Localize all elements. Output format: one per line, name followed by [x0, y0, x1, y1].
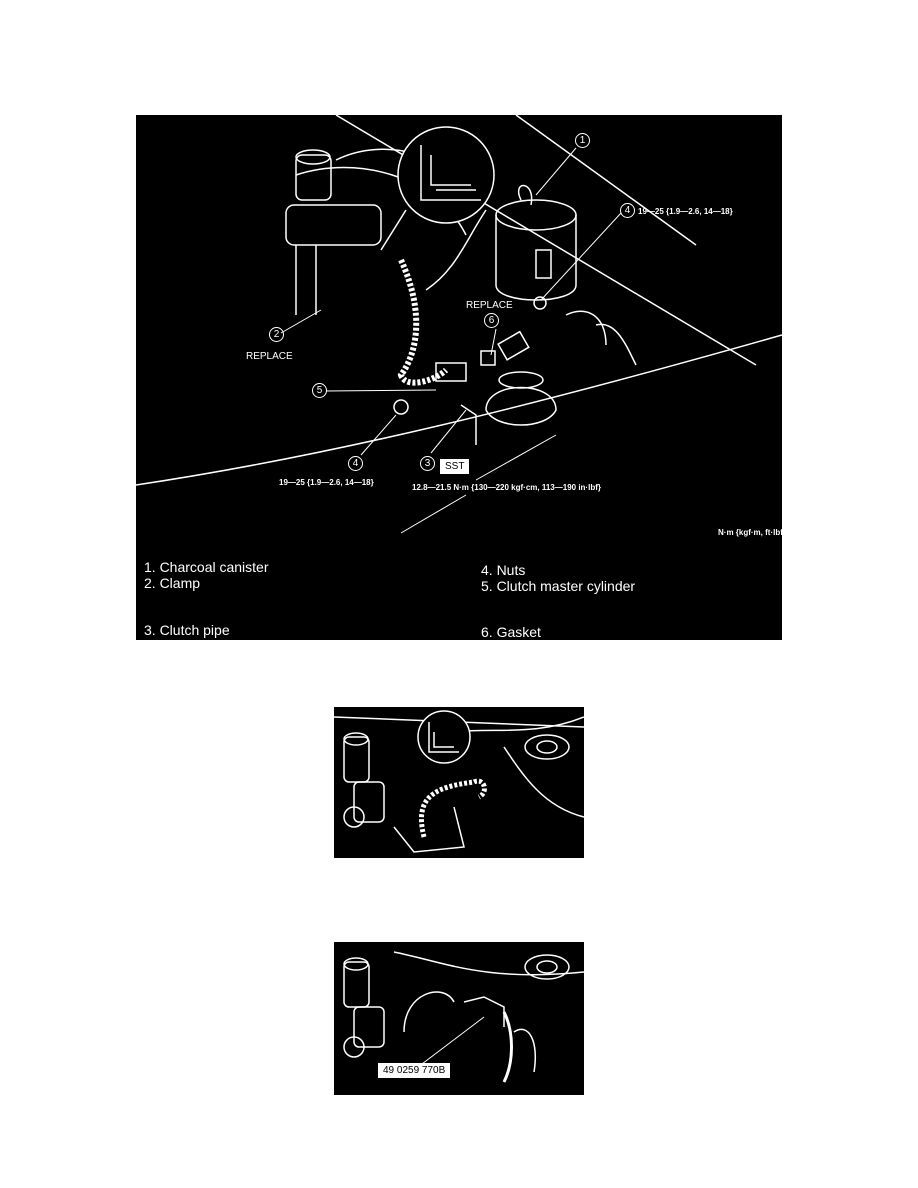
torque-spec-clutch-pipe: 12.8—21.5 N·m {130—220 kgf·cm, 113—190 i…	[412, 483, 601, 492]
diagram-linework	[334, 710, 584, 853]
torque-spec-nuts-bottom: 19—25 {1.9—2.6, 14—18}	[279, 478, 374, 487]
sst-label: SST	[440, 459, 470, 474]
callout-6: 6	[484, 313, 499, 328]
callout-4-bottom: 4	[348, 456, 363, 471]
legend-item-4: 4. Nuts	[481, 562, 526, 578]
replace-label-clamp: REPLACE	[246, 351, 293, 362]
legend-item-1: 1. Charcoal canister	[144, 559, 269, 575]
diagram-linework	[343, 951, 584, 1083]
callout-1: 1	[575, 133, 590, 148]
diagram-linework	[136, 115, 782, 534]
legend-item-5: 5. Clutch master cylinder	[481, 578, 636, 594]
legend-item-2: 2. Clamp	[144, 575, 201, 591]
hose-disconnect-illustration	[334, 707, 584, 858]
callout-5: 5	[312, 383, 327, 398]
legend-item-3: 3. Clutch pipe	[144, 622, 230, 638]
special-tool-label: 49 0259 770B	[378, 1063, 451, 1078]
torque-spec-nuts-top: 19—25 {1.9—2.6, 14—18}	[638, 207, 733, 216]
callout-4-top: 4	[620, 203, 635, 218]
callout-2: 2	[269, 327, 284, 342]
callout-3: 3	[420, 456, 435, 471]
clutch-pipe-sst-illustration: 49 0259 770B	[334, 942, 584, 1095]
torque-units: N·m {kgf·m, ft·lbf}	[718, 528, 782, 537]
clutch-master-cylinder-exploded-diagram: 1 2 3 4 4 5 6 REPLACE REPLACE SST 19—25 …	[136, 115, 782, 640]
replace-label-canister: REPLACE	[466, 300, 513, 311]
legend-item-6: 6. Gasket	[481, 624, 541, 640]
